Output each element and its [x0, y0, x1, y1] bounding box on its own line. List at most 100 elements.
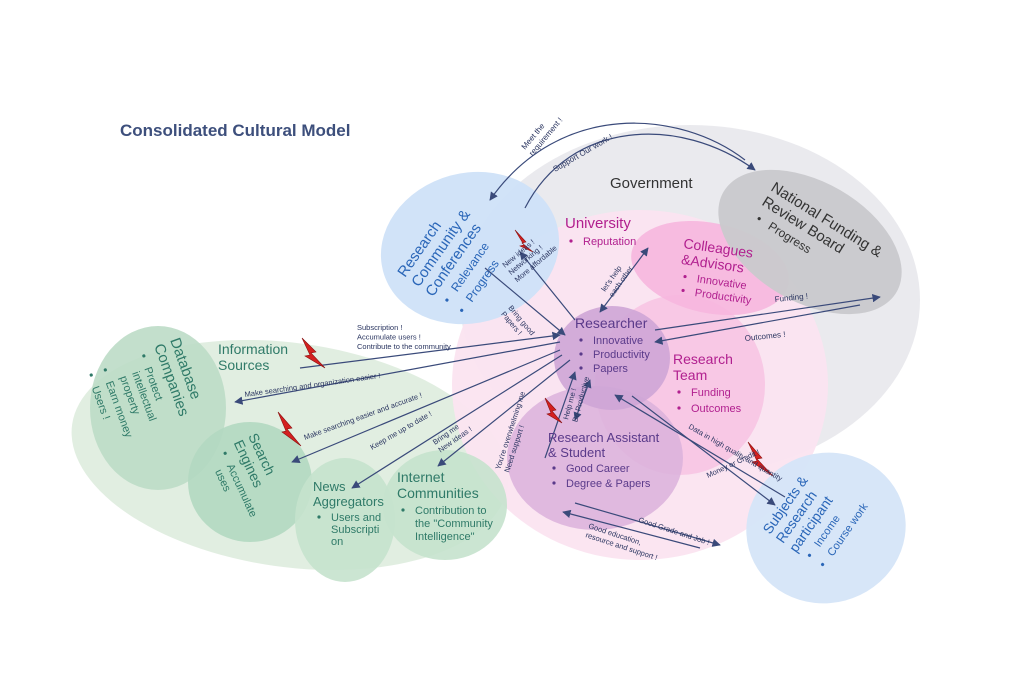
node-bullet: Funding [691, 387, 731, 399]
bolt-icon [544, 397, 563, 424]
flow-label-subscription: Subscription !Accumulate users !Contribu… [357, 323, 451, 351]
node-bullet: the "Community [415, 518, 493, 530]
bullet-dot [681, 288, 685, 293]
bullet-dot [460, 308, 464, 312]
node-label: Government [610, 175, 693, 192]
flow-label-line: Subscription ! [357, 323, 402, 332]
arrow-searching-org [234, 341, 561, 405]
arrow-subscription [299, 331, 561, 369]
node-bullet: Outcomes [691, 403, 742, 415]
arrow-lets-help [599, 247, 649, 313]
database-companies-ellipse [90, 326, 226, 490]
arrow-bring-papers [484, 267, 566, 336]
node-bullet: on [331, 536, 343, 548]
flow-label-funding: Funding ! [774, 292, 808, 304]
arrow-funding [654, 293, 881, 331]
bullet-dot [579, 352, 583, 356]
node-label: & Student [548, 445, 605, 460]
node-bullet: Innovative [593, 335, 643, 347]
bullet-dot [401, 508, 405, 512]
node-bullet: Users and [331, 512, 381, 524]
flow-arrows [234, 122, 881, 549]
bullet-dot [552, 481, 556, 485]
arrow-searching-acc [291, 349, 561, 463]
node-bullet: Good Career [566, 463, 630, 475]
arrow-meet-requirement [489, 122, 746, 201]
arrow-money-credit [631, 395, 776, 506]
node-bullet: Reputation [583, 236, 636, 248]
internet-communities-ellipse [383, 450, 507, 560]
bullet-dot [757, 217, 761, 221]
arrow-help-me [573, 379, 592, 421]
bolt-icon [301, 337, 326, 369]
bullet-dot [223, 451, 227, 455]
flow-label-outcomes: Outcomes ! [744, 330, 786, 343]
arrow-keep-me [351, 354, 563, 489]
node-bullet: Contribution to [415, 505, 487, 517]
node-label: Aggregators [313, 494, 384, 509]
arrow-data-quality [614, 394, 786, 498]
arrow-good-education [562, 509, 701, 549]
flow-label-line: Accumulate users ! [357, 333, 421, 342]
node-bullet: Degree & Papers [566, 478, 651, 490]
bullet-dot [317, 515, 321, 519]
bullet-dot [820, 562, 825, 567]
bullet-dot [677, 390, 681, 394]
node-label: University [565, 215, 631, 232]
node-label: Research [673, 351, 733, 367]
arrow-overwhelming [544, 371, 577, 459]
node-label: Communities [397, 485, 479, 501]
flow-label-line: Funding ! [774, 292, 808, 304]
bolt-icon [747, 441, 774, 477]
flow-label-line: Outcomes ! [744, 330, 786, 343]
node-government: Government [610, 175, 693, 192]
national-funding-ellipse [718, 169, 902, 315]
node-label: Sources [218, 357, 269, 373]
bullet-dot [552, 466, 556, 470]
arrow-outcomes [654, 304, 861, 345]
search-engines-ellipse [188, 422, 312, 542]
bullet-dot [807, 553, 812, 557]
arrow-new-ideas [519, 251, 576, 321]
node-label: Internet [397, 469, 445, 485]
arrow-bring-me [437, 359, 571, 467]
research-assistant-ellipse [507, 386, 683, 530]
bullet-dot [445, 298, 449, 302]
diagram-title: Consolidated Cultural Model [120, 121, 350, 140]
node-label: Researcher [575, 315, 648, 331]
bolt-icon [514, 229, 534, 253]
bullet-dot [579, 366, 583, 370]
bullet-dot [677, 406, 681, 410]
flow-label-line: Contribute to the community [357, 342, 451, 351]
news-aggregators-ellipse [295, 458, 395, 582]
bullet-dot [579, 338, 583, 342]
arrow-good-grade [574, 502, 721, 547]
node-bullet: Papers [593, 363, 628, 375]
node-label: News [313, 479, 346, 494]
node-label: Team [673, 367, 707, 383]
node-bullet: Intelligence" [415, 531, 475, 543]
node-bullet: Productivity [593, 349, 650, 361]
arrow-support-work [524, 133, 756, 209]
node-label: Information [218, 341, 288, 357]
bullet-dot [142, 354, 146, 358]
subjects-ellipse [746, 452, 906, 604]
bolt-icons [277, 229, 774, 477]
bullet-dot [103, 368, 107, 372]
bullet-dot [683, 274, 687, 279]
node-label: Research Assistant [548, 430, 660, 445]
bullet-dot [89, 373, 93, 377]
bolt-icon [277, 411, 302, 447]
research-community-ellipse [380, 171, 560, 325]
